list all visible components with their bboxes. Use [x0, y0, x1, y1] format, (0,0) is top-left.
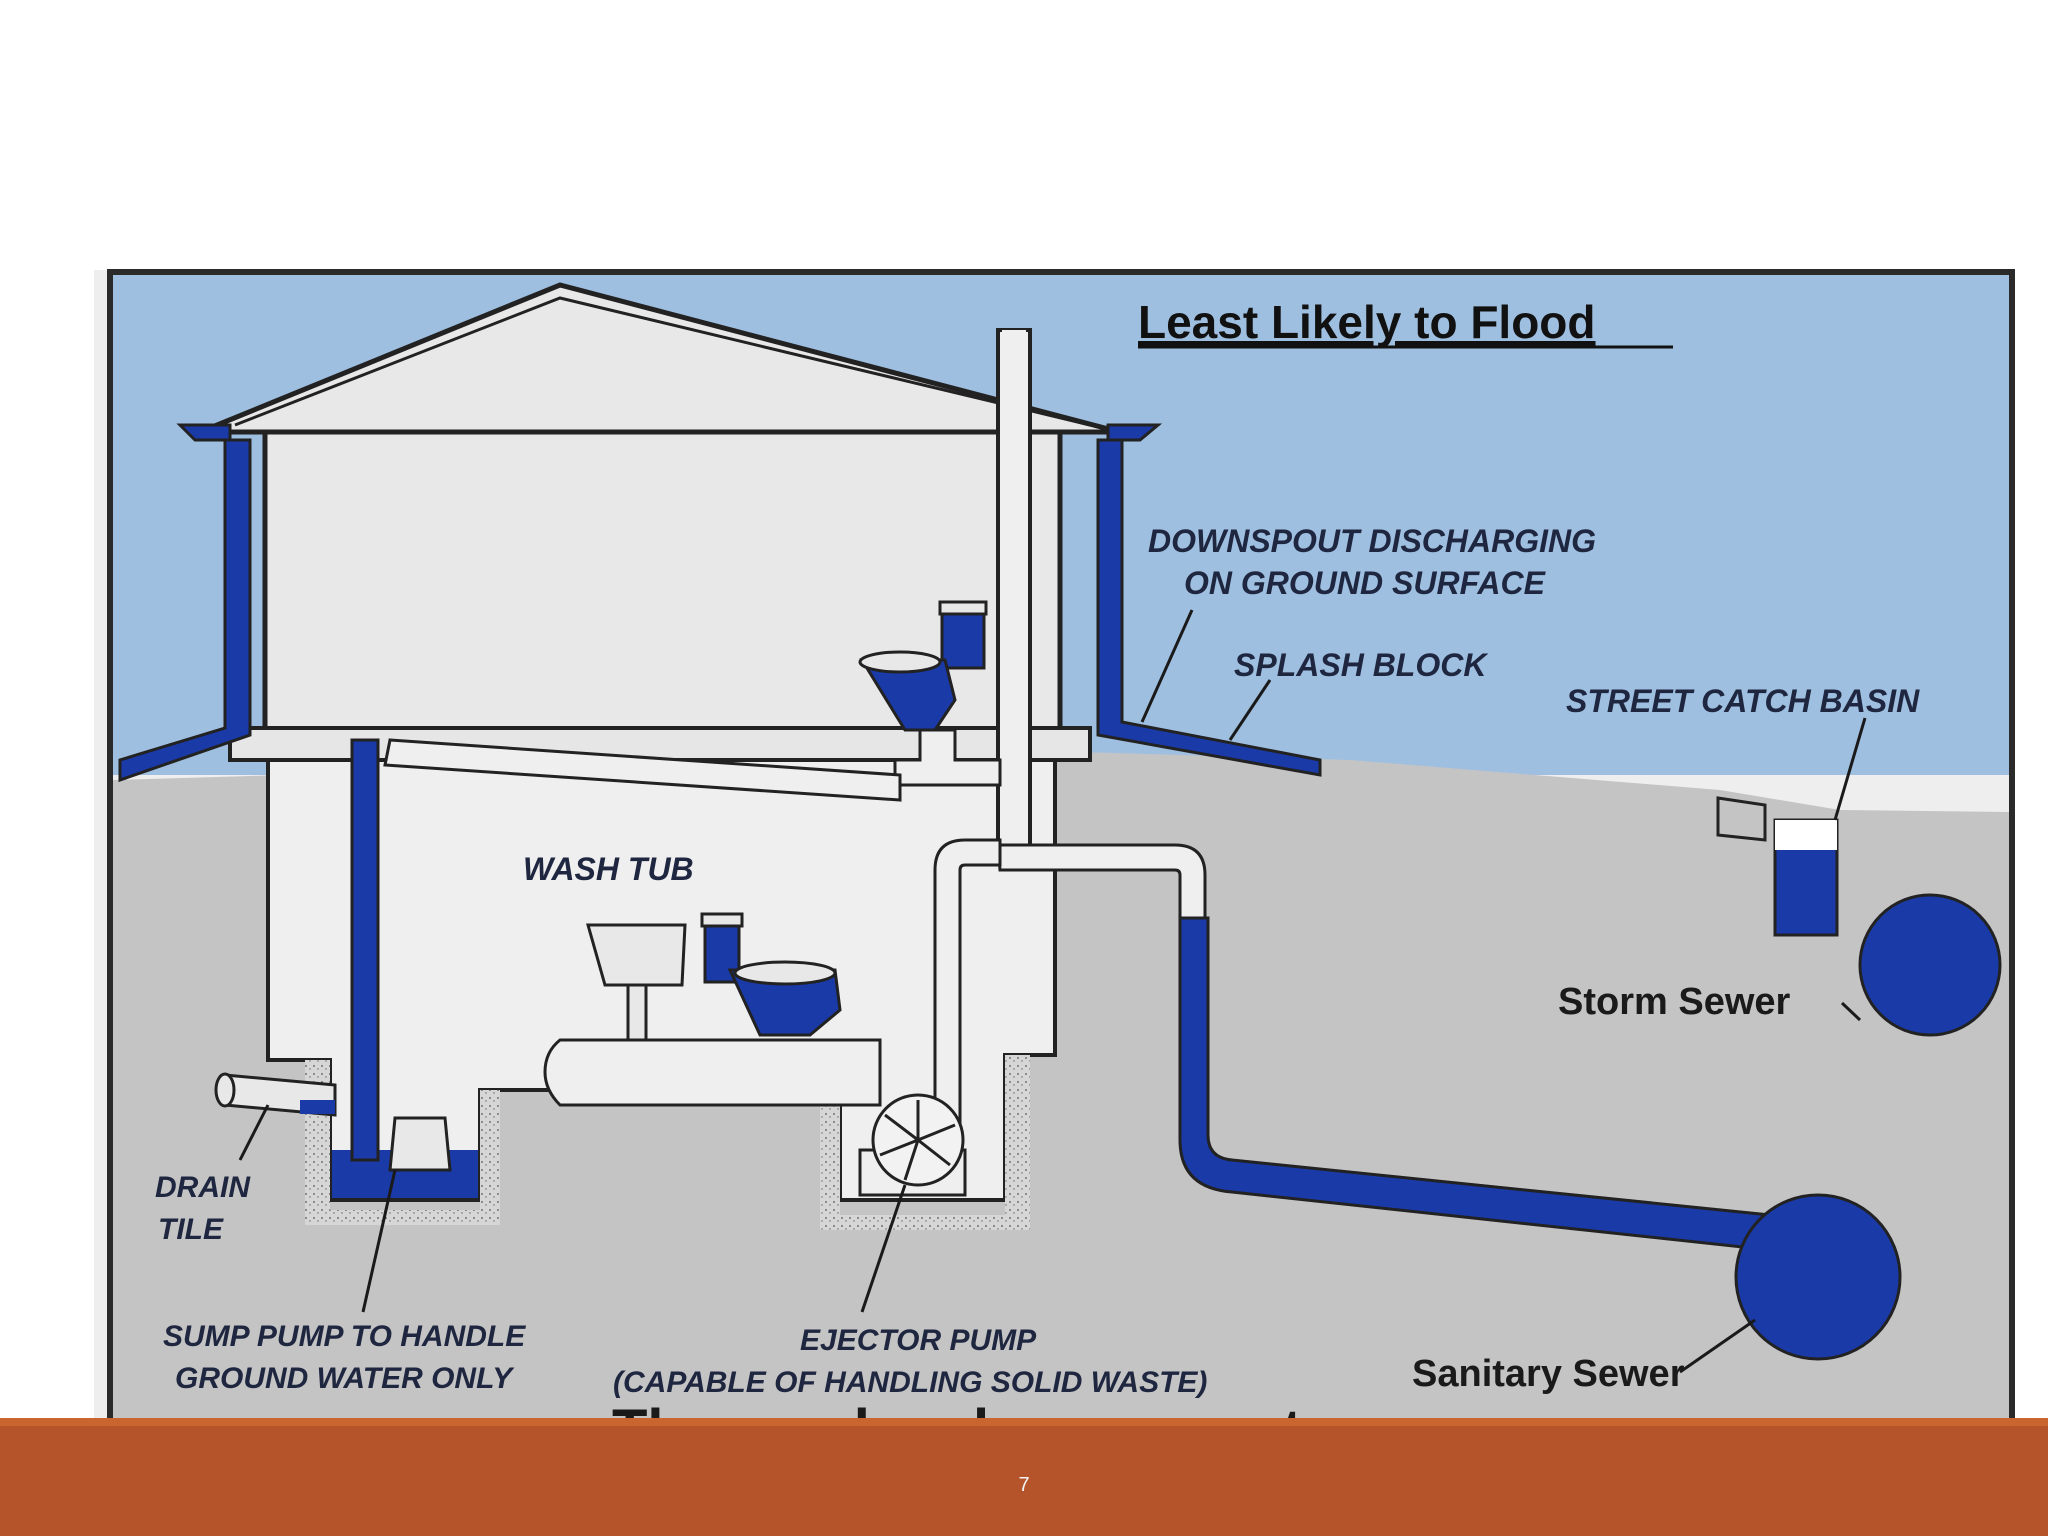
- upper-toilet-drain: [893, 728, 1002, 787]
- gravel-left: [305, 1060, 500, 1225]
- ejector-pump-label-line2: (CAPABLE OF HANDLING SOLID WASTE): [613, 1366, 1207, 1399]
- upper-toilet: [858, 600, 988, 732]
- vent-stack: [996, 328, 1032, 852]
- wash-tub-label: WASH TUB: [523, 851, 694, 887]
- roof: [199, 282, 1121, 435]
- footer-bar: [0, 1418, 2048, 1536]
- storm-sewer-main: [1858, 893, 2002, 1037]
- drain-tile-label-line2: TILE: [158, 1213, 224, 1246]
- downspout-label-line1: DOWNSPOUT DISCHARGING: [1148, 523, 1596, 559]
- heading-label: Least Likely to Flood: [1138, 296, 1596, 348]
- footer-accent: [0, 1418, 2048, 1426]
- splash-block-label: SPLASH BLOCK: [1234, 647, 1489, 683]
- basement-toilet: [700, 912, 842, 1037]
- sump-pump-label-line2: GROUND WATER ONLY: [175, 1362, 515, 1395]
- storm-sewer-label: Storm Sewer: [1558, 981, 1791, 1023]
- basement-drain: [543, 1038, 882, 1107]
- right-gutter: [1106, 423, 1163, 442]
- right-downspout: [1096, 438, 1322, 777]
- sump-pump-label-line1: SUMP PUMP TO HANDLE: [163, 1320, 526, 1353]
- slide-number: 7: [1018, 1474, 1030, 1496]
- street-catch-basin-label: STREET CATCH BASIN: [1566, 683, 1920, 719]
- left-downspout: [118, 438, 252, 783]
- drain-tile-label-line1: DRAIN: [155, 1171, 251, 1204]
- ejector-pump: [858, 1093, 967, 1197]
- sanitary-sewer-main: [1734, 1193, 1902, 1361]
- gravel-right: [820, 1055, 1030, 1230]
- downspout-label-line2: ON GROUND SURFACE: [1184, 565, 1547, 601]
- sanitary-sewer-label: Sanitary Sewer: [1412, 1353, 1685, 1395]
- sump-discharge-pipe: [350, 738, 380, 1162]
- ejector-pump-label-line1: EJECTOR PUMP: [800, 1324, 1037, 1357]
- ejector-riser: [933, 838, 1002, 1142]
- horizontal-drain: [383, 738, 902, 802]
- sump-pump: [388, 1116, 452, 1172]
- curb: [1716, 796, 1767, 842]
